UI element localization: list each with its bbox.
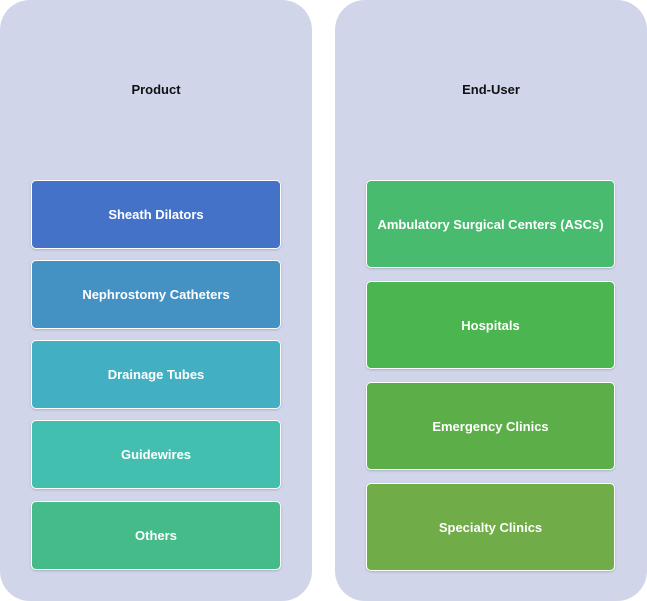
end-user-item-hospitals: Hospitals: [366, 281, 615, 369]
end-user-item-emergency-clinics: Emergency Clinics: [366, 382, 615, 470]
end-user-panel-title: End-User: [462, 82, 520, 97]
product-panel-title: Product: [131, 82, 181, 97]
product-item-others: Others: [31, 501, 281, 570]
end-user-item-specialty-clinics: Specialty Clinics: [366, 483, 615, 571]
end-user-panel: End-User Ambulatory Surgical Centers (AS…: [335, 0, 647, 601]
product-item-nephrostomy-catheters: Nephrostomy Catheters: [31, 260, 281, 329]
product-item-sheath-dilators: Sheath Dilators: [31, 180, 281, 249]
product-item-drainage-tubes: Drainage Tubes: [31, 340, 281, 409]
end-user-item-ambulatory-surgical-centers: Ambulatory Surgical Centers (ASCs): [366, 180, 615, 268]
product-item-guidewires: Guidewires: [31, 420, 281, 489]
product-panel: Product Sheath Dilators Nephrostomy Cath…: [0, 0, 312, 601]
